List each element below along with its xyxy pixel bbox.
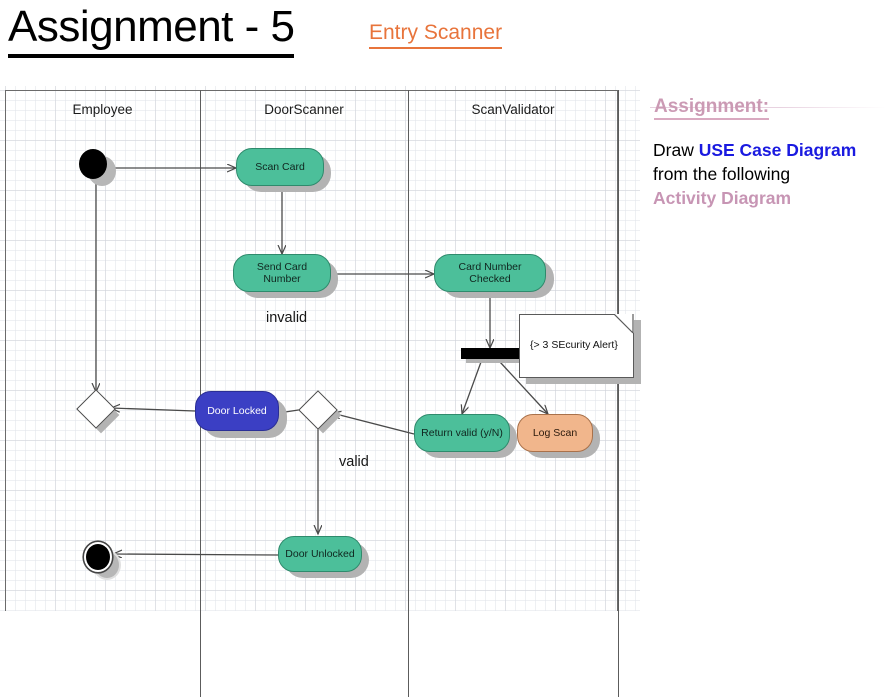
- swimlane-divider-2: [408, 90, 409, 697]
- fork-bar[interactable]: [461, 348, 519, 359]
- initial-node[interactable]: [79, 149, 107, 179]
- action-return-valid[interactable]: Return valid (y/N): [414, 414, 510, 452]
- assignment-line1-emphasis: USE Case Diagram: [698, 140, 857, 160]
- action-door-unlocked[interactable]: Door Unlocked: [278, 536, 362, 572]
- assignment-divider-rule: [650, 107, 886, 108]
- note-corner-icon: [614, 314, 634, 334]
- swimlane-label-scanvalidator: ScanValidator: [471, 102, 555, 117]
- guard-label-invalid: invalid: [266, 310, 308, 326]
- swimlane-label-employee: Employee: [72, 102, 133, 117]
- assignment-body: Draw USE Case Diagram from the following…: [653, 138, 888, 210]
- page-title: Assignment - 5: [8, 2, 295, 58]
- swimlane-label-doorscanner: DoorScanner: [264, 102, 344, 117]
- action-card-number-checked[interactable]: Card Number Checked: [434, 254, 546, 292]
- assignment-heading: Assignment:: [654, 96, 770, 120]
- slide-header: Assignment - 5 Entry Scanner: [0, 0, 888, 86]
- page-subtitle: Entry Scanner: [369, 20, 503, 49]
- assignment-heading-wrap: Assignment:: [650, 96, 886, 120]
- security-note: {> 3 SEcurity Alert}: [519, 314, 634, 378]
- assignment-line1-prefix: Draw: [653, 140, 699, 160]
- action-send-card-number[interactable]: Send Card Number: [233, 254, 331, 292]
- assignment-line2: from the following: [653, 164, 791, 184]
- assignment-line3: Activity Diagram: [653, 188, 792, 208]
- activity-diagram-canvas: Employee DoorScanner ScanValidator: [0, 86, 641, 697]
- action-scan-card[interactable]: Scan Card: [236, 148, 324, 186]
- assignment-panel: Assignment: Draw USE Case Diagram from t…: [640, 86, 888, 226]
- swimlane-divider-3: [618, 90, 619, 697]
- final-node[interactable]: [84, 542, 112, 572]
- note-text: {> 3 SEcurity Alert}: [530, 339, 618, 351]
- action-door-locked[interactable]: Door Locked: [195, 391, 279, 431]
- guard-label-valid: valid: [339, 454, 369, 470]
- action-log-scan[interactable]: Log Scan: [517, 414, 593, 452]
